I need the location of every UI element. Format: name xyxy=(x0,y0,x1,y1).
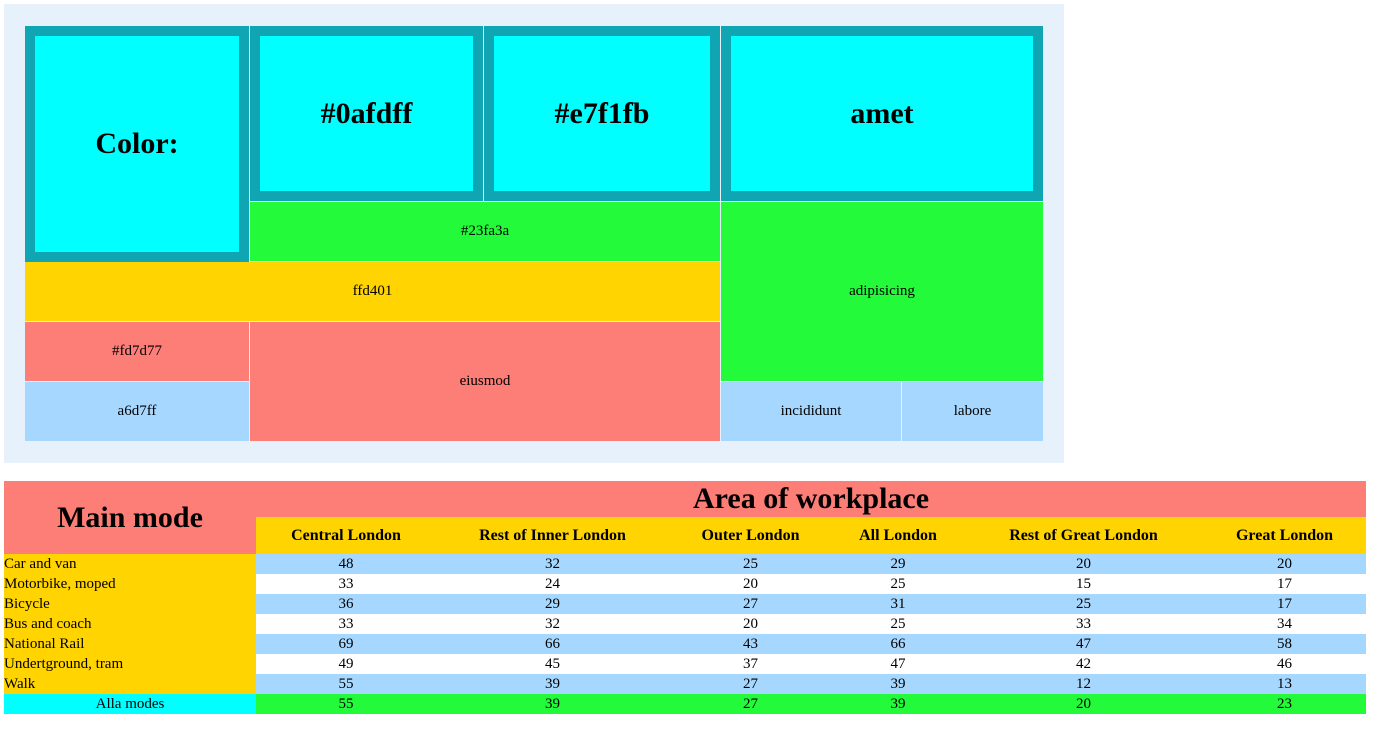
main-mode-header: Main mode xyxy=(4,481,256,554)
total-cell: 39 xyxy=(832,694,964,714)
table-cell: 17 xyxy=(1203,594,1366,614)
grid-cell-0afdff-label: #0afdff xyxy=(260,36,473,191)
grid-cell-color-label: Color: xyxy=(35,36,239,252)
table-cell: 29 xyxy=(436,594,669,614)
table-cell: 66 xyxy=(436,634,669,654)
table-cell: 39 xyxy=(832,674,964,694)
total-cell: 23 xyxy=(1203,694,1366,714)
grid-cell-red-big: eiusmod xyxy=(250,322,720,441)
row-label: Undertground, tram xyxy=(4,654,256,674)
row-label: Car and van xyxy=(4,554,256,574)
row-label: Bus and coach xyxy=(4,614,256,634)
total-cell: 20 xyxy=(964,694,1203,714)
total-cell: 27 xyxy=(669,694,832,714)
table-cell: 66 xyxy=(832,634,964,654)
table-cell: 32 xyxy=(436,554,669,574)
column-header: Central London xyxy=(256,517,436,554)
table-cell: 25 xyxy=(832,614,964,634)
table-cell: 34 xyxy=(1203,614,1366,634)
table-cell: 32 xyxy=(436,614,669,634)
column-header: Rest of Inner London xyxy=(436,517,669,554)
table-cell: 39 xyxy=(436,674,669,694)
grid-cell-e7f1fb: #e7f1fb xyxy=(484,26,720,201)
table-cell: 25 xyxy=(964,594,1203,614)
table-cell: 27 xyxy=(669,674,832,694)
grid-cell-amet-label: amet xyxy=(731,36,1033,191)
table-cell: 55 xyxy=(256,674,436,694)
table-cell: 20 xyxy=(964,554,1203,574)
area-of-workplace-header: Area of workplace xyxy=(256,481,1366,517)
table-cell: 48 xyxy=(256,554,436,574)
table-cell: 47 xyxy=(832,654,964,674)
row-label: Bicycle xyxy=(4,594,256,614)
total-row-label: Alla modes xyxy=(4,694,256,714)
row-label: Motorbike, moped xyxy=(4,574,256,594)
table-cell: 12 xyxy=(964,674,1203,694)
table-cell: 13 xyxy=(1203,674,1366,694)
table-cell: 45 xyxy=(436,654,669,674)
color-grid-panel: Color: #0afdff #e7f1fb amet #23fa3a adip… xyxy=(4,4,1064,463)
table-cell: 20 xyxy=(669,574,832,594)
table-cell: 24 xyxy=(436,574,669,594)
grid-cell-yellow-wide: ffd401 xyxy=(25,262,720,321)
grid-cell-amet: amet xyxy=(721,26,1043,201)
grid-cell-0afdff: #0afdff xyxy=(250,26,483,201)
table-cell: 27 xyxy=(669,594,832,614)
table-cell: 25 xyxy=(832,574,964,594)
grid-cell-e7f1fb-label: #e7f1fb xyxy=(494,36,710,191)
table-cell: 36 xyxy=(256,594,436,614)
table-cell: 15 xyxy=(964,574,1203,594)
column-header: Great London xyxy=(1203,517,1366,554)
table-cell: 33 xyxy=(256,574,436,594)
table-cell: 37 xyxy=(669,654,832,674)
grid-cell-blue-mid: incididunt xyxy=(721,382,901,441)
table-cell: 46 xyxy=(1203,654,1366,674)
row-label: Walk xyxy=(4,674,256,694)
table-cell: 31 xyxy=(832,594,964,614)
total-cell: 55 xyxy=(256,694,436,714)
table-cell: 20 xyxy=(669,614,832,634)
table-cell: 17 xyxy=(1203,574,1366,594)
total-cell: 39 xyxy=(436,694,669,714)
column-header: Rest of Great London xyxy=(964,517,1203,554)
table-cell: 58 xyxy=(1203,634,1366,654)
column-header: Outer London xyxy=(669,517,832,554)
grid-cell-blue-left: a6d7ff xyxy=(25,382,249,441)
table-cell: 69 xyxy=(256,634,436,654)
grid-cell-color: Color: xyxy=(25,26,249,262)
table-cell: 47 xyxy=(964,634,1203,654)
table-cell: 49 xyxy=(256,654,436,674)
grid-cell-blue-right: labore xyxy=(902,382,1043,441)
table-cell: 29 xyxy=(832,554,964,574)
column-header: All London xyxy=(832,517,964,554)
table-cell: 20 xyxy=(1203,554,1366,574)
table-cell: 33 xyxy=(964,614,1203,634)
table-cell: 25 xyxy=(669,554,832,574)
table-cell: 33 xyxy=(256,614,436,634)
mode-by-workplace-table: Main mode Area of workplace Central Lond… xyxy=(4,481,1366,714)
row-label: National Rail xyxy=(4,634,256,654)
grid-cell-green-right: adipisicing xyxy=(721,202,1043,381)
grid-cell-green-mid: #23fa3a xyxy=(250,202,720,261)
grid-cell-red-small: #fd7d77 xyxy=(25,322,249,381)
table-cell: 42 xyxy=(964,654,1203,674)
table-cell: 43 xyxy=(669,634,832,654)
